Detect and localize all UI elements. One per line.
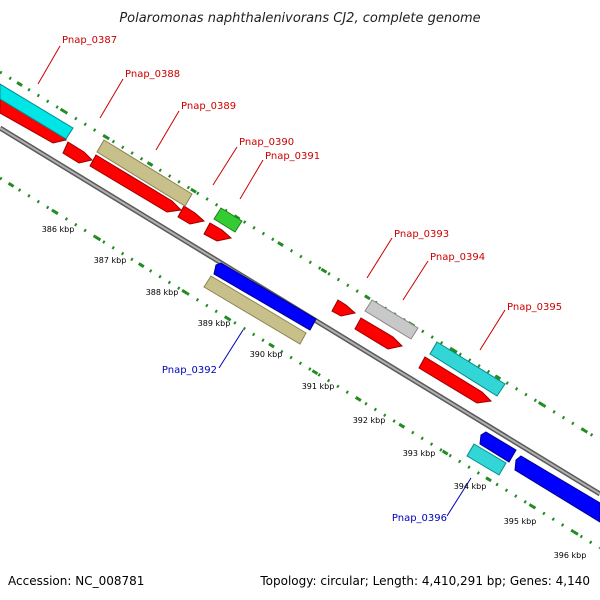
tick-label-392: 392 kbp	[353, 416, 386, 425]
map-title: Polaromonas naphthalenivorans CJ2, compl…	[119, 11, 480, 26]
accession-text: Accession: NC_008781	[8, 574, 144, 588]
gene-pnap-0393-cds[interactable]	[331, 299, 357, 317]
tick-label-389: 389 kbp	[198, 319, 231, 328]
gene-pnap-0391-cds[interactable]	[203, 222, 233, 242]
gene-pnap-0388-cds[interactable]	[62, 141, 93, 164]
forward-cds-row	[0, 97, 493, 404]
gene-pnap-0391-feature[interactable]	[213, 207, 243, 233]
gene-label-pnap-0392[interactable]: Pnap_0392	[162, 365, 217, 376]
ruler-outer-reverse	[0, 176, 600, 550]
genome-summary-text: Topology: circular; Length: 4,410,291 bp…	[259, 574, 590, 588]
gene-labels: Pnap_0387 Pnap_0388 Pnap_0389 Pnap_0390 …	[62, 35, 562, 524]
gene-label-pnap-0394[interactable]: Pnap_0394	[430, 252, 485, 263]
ruler-outer-forward	[0, 70, 600, 442]
gene-pnap-0389-feature[interactable]	[96, 139, 193, 207]
tick-label-390: 390 kbp	[250, 350, 283, 359]
gene-pnap-0396-cds[interactable]	[479, 431, 517, 463]
gene-pnap-0392-feature[interactable]	[203, 275, 307, 345]
tick-label-387: 387 kbp	[94, 256, 127, 265]
reverse-feature-row	[203, 262, 600, 523]
tick-label-393: 393 kbp	[403, 449, 436, 458]
gene-pnap-0390-cds[interactable]	[177, 205, 206, 225]
tick-label-395: 395 kbp	[504, 517, 537, 526]
gene-label-pnap-0389[interactable]: Pnap_0389	[181, 101, 236, 112]
gene-label-pnap-0393[interactable]: Pnap_0393	[394, 229, 449, 240]
gene-label-pnap-0395[interactable]: Pnap_0395	[507, 302, 562, 313]
gene-pnap-0396-feature[interactable]	[466, 443, 507, 476]
tick-label-394: 394 kbp	[454, 482, 487, 491]
gene-pnap-0387-feature[interactable]	[0, 83, 74, 140]
gene-pnap-0392-cds[interactable]	[213, 262, 317, 331]
gene-label-pnap-0390[interactable]: Pnap_0390	[239, 137, 294, 148]
tick-label-388: 388 kbp	[146, 288, 179, 297]
gene-pnap-0395-cds[interactable]	[418, 356, 493, 404]
gene-label-pnap-0387[interactable]: Pnap_0387	[62, 35, 117, 46]
tick-label-391: 391 kbp	[302, 382, 335, 391]
gene-pnap-0394-feature[interactable]	[364, 299, 419, 340]
ruler-tick-labels: 386 kbp 387 kbp 388 kbp 389 kbp 390 kbp …	[42, 225, 587, 560]
gene-pnap-0394-cds[interactable]	[354, 317, 404, 350]
gene-pnap-0395-feature[interactable]	[429, 341, 506, 397]
gene-label-pnap-0391[interactable]: Pnap_0391	[265, 151, 320, 162]
gene-pnap-0397-cds[interactable]	[514, 455, 600, 523]
tick-label-396: 396 kbp	[554, 551, 587, 560]
forward-feature-row	[0, 83, 506, 397]
gene-label-pnap-0396[interactable]: Pnap_0396	[392, 513, 447, 524]
tick-label-386: 386 kbp	[42, 225, 75, 234]
label-leader-lines	[37, 45, 506, 517]
gene-pnap-0389-cds[interactable]	[89, 154, 183, 213]
gene-label-pnap-0388[interactable]: Pnap_0388	[125, 69, 180, 80]
